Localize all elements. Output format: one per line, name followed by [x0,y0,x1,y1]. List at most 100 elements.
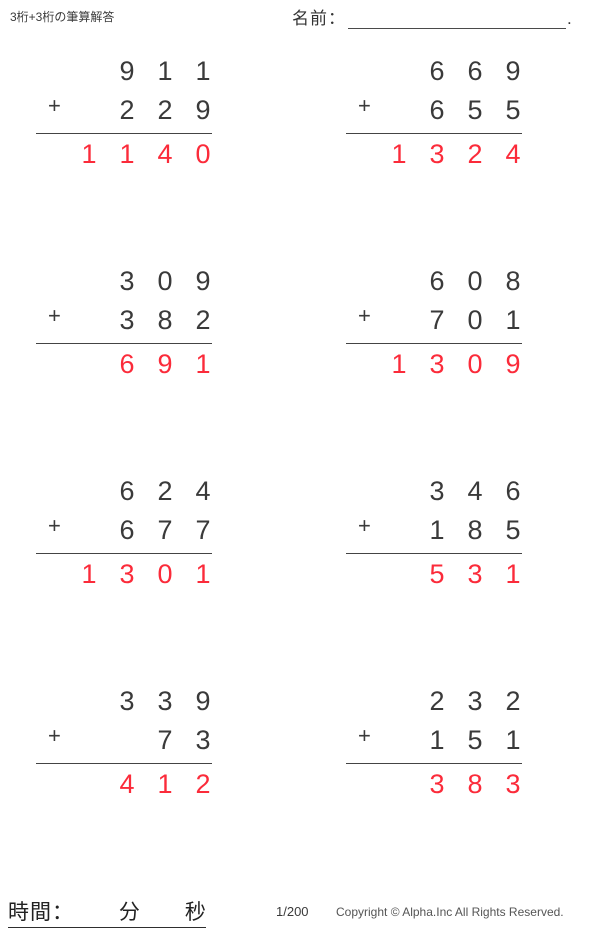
sum-rule [346,553,522,554]
problem-cell: + 6 0 8 7 0 1 1 3 0 9 [300,262,600,472]
operator-sign: + [358,723,371,748]
sum-rule [346,343,522,344]
answer-row[interactable]: 1 3 2 4 [350,135,532,173]
time-record-field[interactable]: 時間： 分 秒 [8,896,206,928]
problem-row: + 6 2 4 6 7 7 1 3 0 1 [0,472,600,682]
problem-row: + 3 3 9 7 3 4 1 2 + [0,682,600,892]
addend-digit: 9 [195,95,211,125]
answer-row[interactable]: 1 3 0 1 [40,555,222,593]
addend-digit: 3 [429,476,445,506]
addend-digit: 3 [195,725,211,755]
operator-sign: + [48,723,61,748]
addend-digit: 8 [157,305,173,335]
addend-1-row: 6 6 9 [350,52,532,91]
answer-digit: 3 [429,139,445,169]
problem-cell: + 3 4 6 1 8 5 5 3 1 [300,472,600,682]
addend-digit: 4 [467,476,483,506]
addend-digit: 5 [505,95,521,125]
addend-digit: 7 [195,515,211,545]
problem-cell: + 6 6 9 6 5 5 1 3 2 4 [300,52,600,262]
addend-digit: 1 [195,56,211,86]
answer-row[interactable]: 1 1 4 0 [40,135,222,173]
addend-1-row: 2 3 2 [350,682,532,721]
name-input-line[interactable] [348,8,566,29]
operator-sign: + [48,93,61,118]
addend-digit: 3 [467,686,483,716]
answer-row[interactable]: 3 8 3 [350,765,532,803]
problem-row: + 3 0 9 3 8 2 6 9 1 [0,262,600,472]
addend-digit: 3 [119,686,135,716]
operator-sign: + [358,303,371,328]
problem-1: + 9 1 1 2 2 9 1 1 4 0 [30,52,260,173]
addend-digit: 6 [429,95,445,125]
addend-1-row: 9 1 1 [40,52,222,91]
answer-row[interactable]: 5 3 1 [350,555,532,593]
sum-rule [346,133,522,134]
answer-digit: 0 [195,139,211,169]
operator-sign: + [358,93,371,118]
addend-2-row: 6 5 5 [350,91,532,130]
addend-digit: 7 [157,515,173,545]
addend-1-row: 3 3 9 [40,682,222,721]
addend-digit: 1 [429,725,445,755]
answer-digit: 3 [505,769,521,799]
problem-cell: + 2 3 2 1 5 1 3 8 3 [300,682,600,892]
addend-digit: 6 [119,476,135,506]
addend-digit: 0 [157,266,173,296]
seconds-unit-label: 秒 [184,901,206,924]
addend-digit: 3 [119,266,135,296]
operator-sign: + [358,513,371,538]
copyright-notice: Copyright © Alpha.Inc All Rights Reserve… [336,905,564,919]
answer-digit: 0 [157,559,173,589]
addend-digit: 5 [467,95,483,125]
problem-grid: + 9 1 1 2 2 9 1 1 4 0 [0,52,600,892]
answer-digit: 1 [195,559,211,589]
answer-digit: 3 [467,559,483,589]
addend-digit: 9 [195,266,211,296]
operator-sign: + [48,513,61,538]
time-label: 時間： [8,901,74,924]
sum-rule [36,763,212,764]
answer-digit: 9 [157,349,173,379]
answer-digit: 5 [429,559,445,589]
problem-cell: + 6 2 4 6 7 7 1 3 0 1 [0,472,300,682]
addend-2-row: 7 3 [40,721,222,760]
name-trailing-dot: . [567,9,572,28]
answer-digit: 4 [505,139,521,169]
addend-digit: 5 [467,725,483,755]
addend-digit: 1 [429,515,445,545]
answer-digit: 4 [157,139,173,169]
answer-row[interactable]: 1 3 0 9 [350,345,532,383]
addend-digit: 8 [505,266,521,296]
addend-digit: 2 [157,476,173,506]
addend-digit: 3 [119,305,135,335]
addend-2-row: 3 8 2 [40,301,222,340]
answer-digit: 1 [391,349,407,379]
addend-1-row: 3 0 9 [40,262,222,301]
addend-2-row: 1 5 1 [350,721,532,760]
sum-rule [36,553,212,554]
answer-digit: 1 [505,559,521,589]
answer-digit: 9 [505,349,521,379]
page-footer: 時間： 分 秒 1/200 Copyright © Alpha.Inc All … [0,892,600,938]
addend-digit: 6 [467,56,483,86]
addend-2-row: 7 0 1 [350,301,532,340]
problem-4: + 6 0 8 7 0 1 1 3 0 9 [340,262,570,383]
answer-digit: 0 [467,349,483,379]
sum-rule [346,763,522,764]
answer-digit: 6 [119,349,135,379]
addend-digit: 8 [467,515,483,545]
problem-cell: + 3 3 9 7 3 4 1 2 [0,682,300,892]
sum-rule [36,343,212,344]
answer-digit: 1 [157,769,173,799]
addend-1-row: 6 2 4 [40,472,222,511]
problem-cell: + 9 1 1 2 2 9 1 1 4 0 [0,52,300,262]
addend-1-row: 3 4 6 [350,472,532,511]
answer-row[interactable]: 4 1 2 [40,765,222,803]
answer-digit: 1 [81,139,97,169]
minutes-unit-label: 分 [118,901,140,924]
answer-digit: 4 [119,769,135,799]
answer-digit: 3 [429,769,445,799]
addend-digit: 2 [195,305,211,335]
answer-row[interactable]: 6 9 1 [40,345,222,383]
